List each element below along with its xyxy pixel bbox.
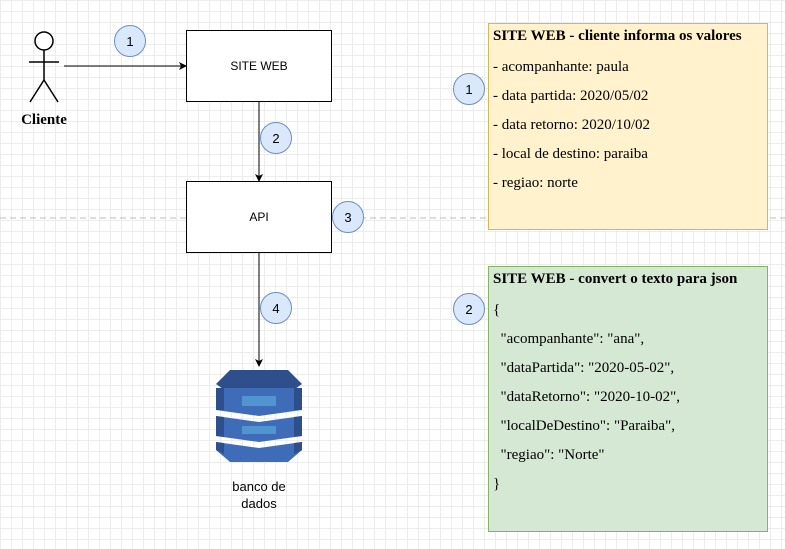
json-line: { [493, 302, 501, 318]
note-site-input[interactable]: SITE WEB - cliente informa os valores - … [488, 23, 768, 230]
step-badge-3: 3 [332, 201, 364, 233]
json-line: "dataRetorno": "2020-10-02", [493, 389, 680, 405]
actor-label: Cliente [21, 112, 67, 128]
note-line: - acompanhante: paula [493, 59, 629, 75]
actor-stickman-icon[interactable] [22, 30, 66, 106]
note-json-convert-title: SITE WEB - convert o texto para json [493, 271, 738, 287]
step-badge-4: 4 [260, 292, 292, 324]
note-badge-2: 2 [453, 293, 485, 325]
json-line: "dataPartida": "2020-05-02", [493, 360, 675, 376]
api-box[interactable]: API [186, 181, 332, 253]
database-icon[interactable] [214, 366, 304, 466]
note-badge-1: 1 [453, 73, 485, 105]
note-line: - data partida: 2020/05/02 [493, 88, 649, 104]
database-label: banco de dados [232, 479, 286, 511]
note-line: - local de destino: paraiba [493, 146, 648, 162]
json-line: } [493, 476, 501, 492]
note-json-convert[interactable]: SITE WEB - convert o texto para json { "… [488, 266, 768, 532]
site-web-box-label: SITE WEB [230, 59, 288, 73]
note-line: - regiao: norte [493, 175, 578, 191]
json-line: "localDeDestino": "Paraiba", [493, 418, 675, 434]
json-line: "regiao": "Norte" [493, 447, 605, 463]
api-box-label: API [249, 210, 269, 224]
site-web-box[interactable]: SITE WEB [186, 30, 332, 102]
json-line: "acompanhante": "ana", [493, 331, 645, 347]
step-badge-1: 1 [114, 25, 146, 57]
note-site-input-title: SITE WEB - cliente informa os valores [493, 28, 742, 44]
note-line: - data retorno: 2020/10/02 [493, 117, 651, 133]
step-badge-2: 2 [260, 122, 292, 154]
